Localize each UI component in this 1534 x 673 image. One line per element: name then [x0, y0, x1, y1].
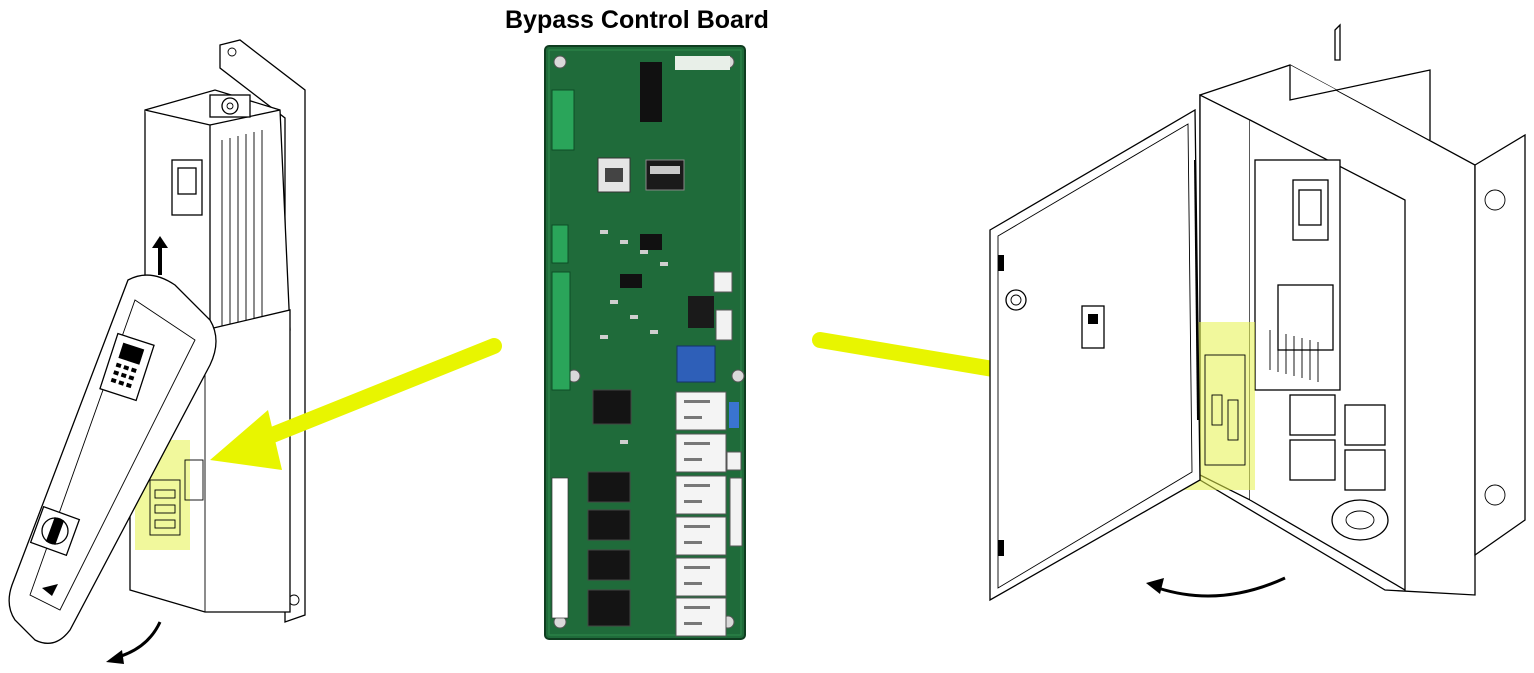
right-enclosure-illustration — [989, 23, 1526, 602]
left-drive-illustration — [8, 39, 306, 664]
diagram-title: Bypass Control Board — [505, 6, 769, 34]
bypass-control-board-photo — [544, 45, 746, 640]
relay-column — [675, 391, 727, 637]
left-pointer-arrow — [210, 338, 502, 470]
